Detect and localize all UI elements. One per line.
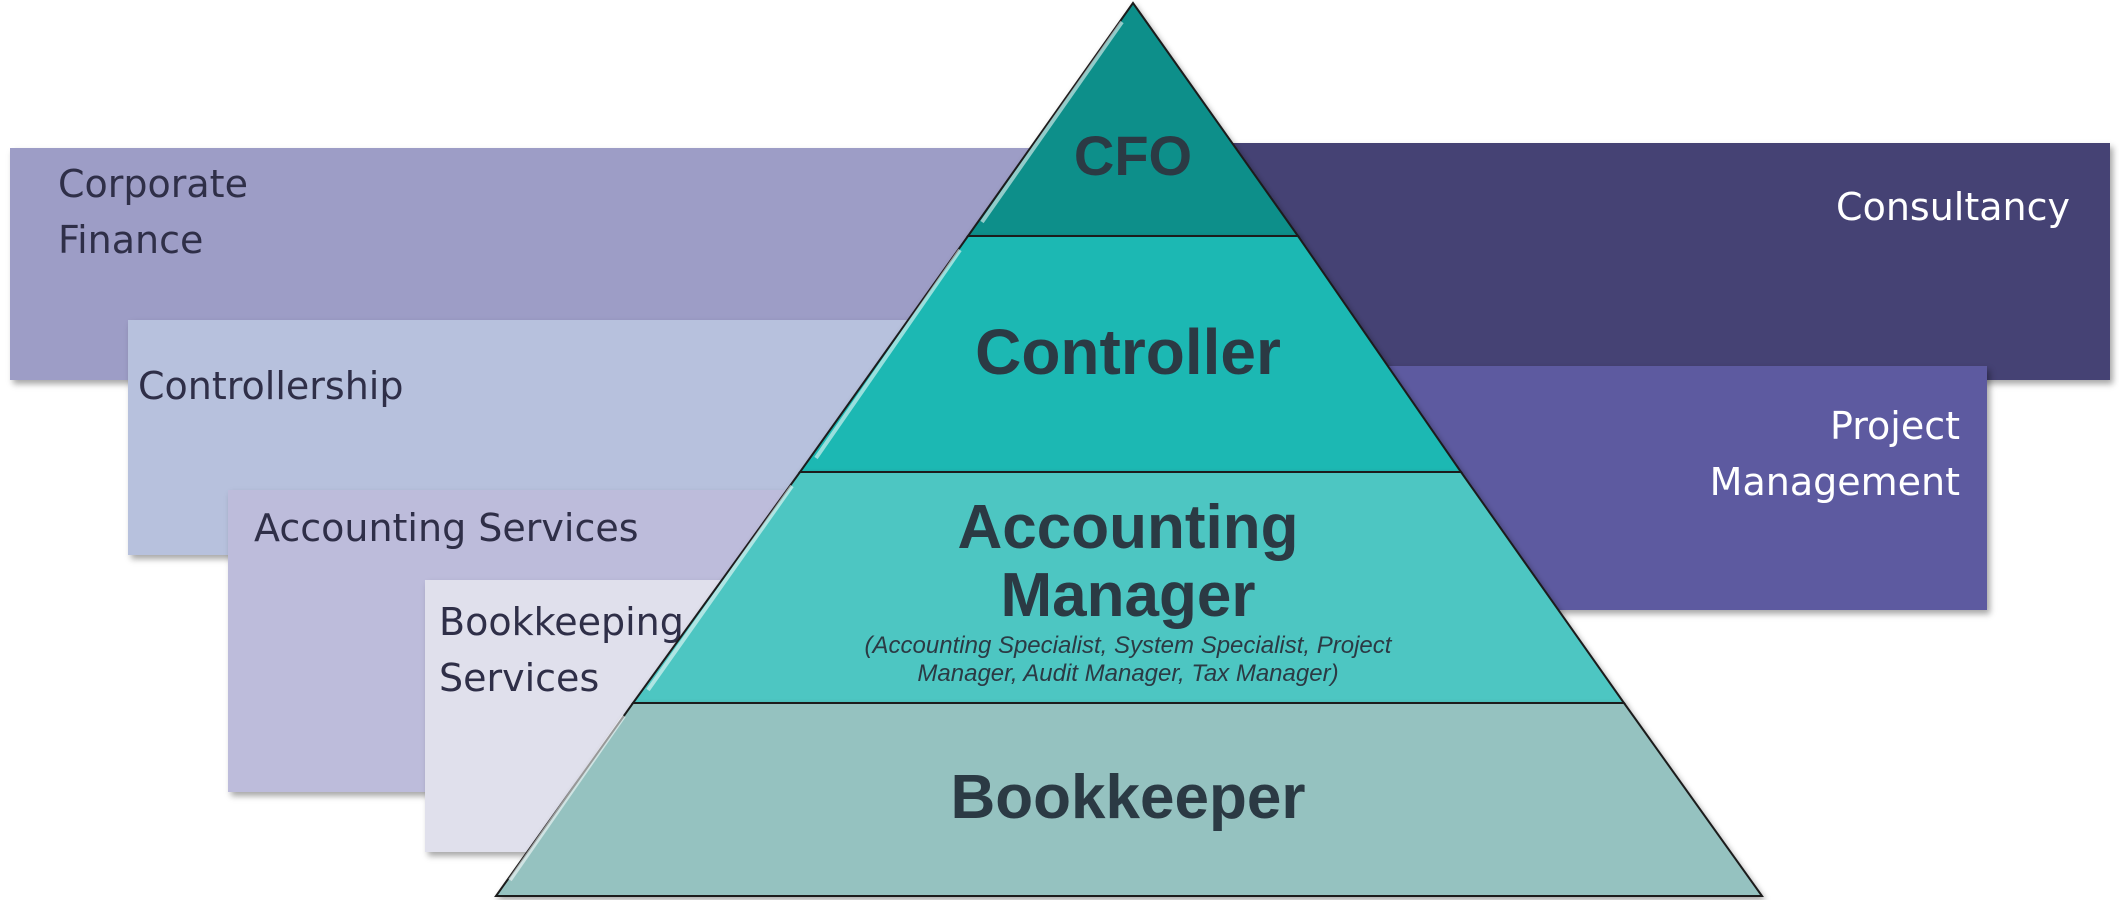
cfo-highlight — [980, 20, 1124, 224]
accounting-manager-subtitle-line2: Manager, Audit Manager, Tax Manager) — [917, 660, 1338, 687]
accounting-manager-subtitle-line1: (Accounting Specialist, System Specialis… — [865, 632, 1393, 659]
controller-title: Controller — [975, 316, 1281, 388]
accounting-manager-highlight — [646, 484, 794, 692]
accounting-manager-title-line1: Accounting — [958, 493, 1299, 562]
corporate-finance-label: Corporate Finance — [58, 162, 248, 262]
accounting-services-label: Accounting Services — [254, 506, 639, 550]
bookkeeper-highlight — [508, 714, 626, 882]
pyramid-tier-cfo — [966, 1, 1300, 237]
controller-highlight — [814, 248, 962, 460]
cfo-title: CFO — [1074, 124, 1192, 187]
consultancy-label: Consultancy — [1836, 185, 2070, 229]
controllership-label: Controllership — [138, 364, 404, 408]
bookkeeping-services-label: Bookkeeping Services — [439, 600, 684, 700]
bookkeeper-title: Bookkeeper — [951, 763, 1306, 832]
accounting-manager-title-line2: Manager — [1001, 561, 1256, 630]
project-management-label: Project Management — [1709, 404, 1960, 504]
